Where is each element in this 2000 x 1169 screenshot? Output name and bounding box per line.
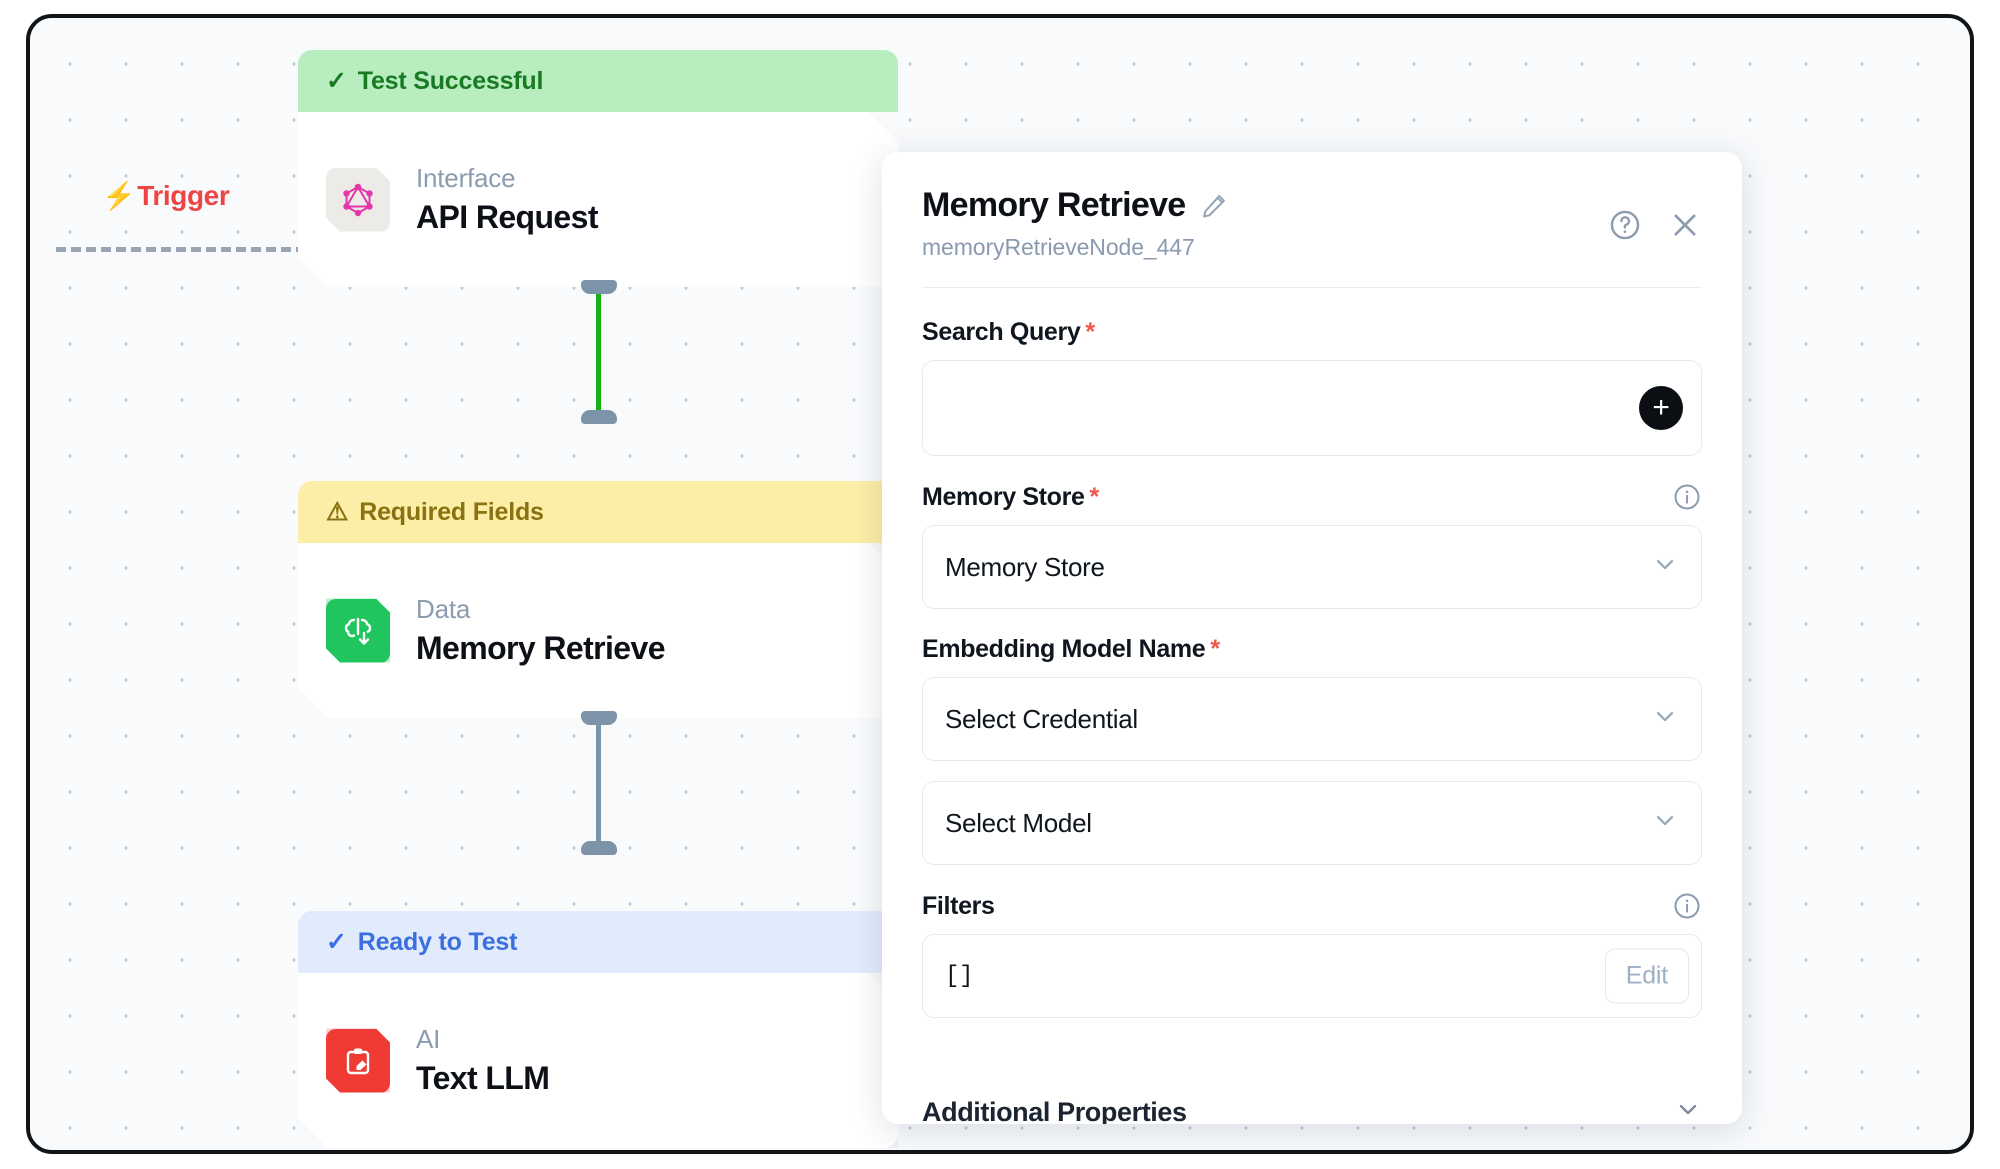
edge-memory-to-llm[interactable]: [596, 721, 601, 845]
node-card[interactable]: Data Memory Retrieve: [298, 543, 898, 718]
chevron-down-icon: [1651, 550, 1679, 585]
filters-edit-button[interactable]: Edit: [1604, 948, 1689, 1004]
required-asterisk: *: [1210, 635, 1220, 663]
panel-divider: [922, 287, 1702, 288]
node-text: Data Memory Retrieve: [416, 594, 665, 667]
node-title: Text LLM: [416, 1060, 550, 1096]
pencil-icon[interactable]: [1200, 192, 1228, 220]
node-port-in-3[interactable]: [581, 841, 617, 855]
additional-properties-section[interactable]: Additional Properties: [922, 1095, 1702, 1124]
trigger-text: Trigger: [137, 180, 230, 211]
panel-title: Memory Retrieve: [922, 186, 1186, 224]
search-query-input[interactable]: +: [922, 360, 1702, 456]
field-search-query: Search Query * +: [922, 318, 1702, 456]
field-embedding-model-name: Embedding Model Name * Select Credential: [922, 635, 1702, 865]
node-status-banner-success: ✓ Test Successful: [298, 50, 898, 112]
node-memory-retrieve[interactable]: ⚠ Required Fields Data Memory Retrieve: [298, 481, 898, 718]
model-value: Select Model: [945, 807, 1092, 838]
help-circle-icon[interactable]: [1608, 208, 1642, 242]
filters-value: []: [945, 962, 974, 990]
node-properties-panel: Memory Retrieve memoryRetrieveNode_447: [882, 152, 1742, 1124]
info-circle-icon[interactable]: [1672, 482, 1702, 512]
node-category: Data: [416, 594, 471, 624]
close-icon[interactable]: [1668, 208, 1702, 242]
node-port-in-2[interactable]: [581, 410, 617, 424]
node-card[interactable]: Interface API Request: [298, 112, 898, 287]
warning-triangle-icon: ⚠: [326, 497, 349, 526]
credential-value: Select Credential: [945, 703, 1138, 734]
trigger-dashed-line: [56, 247, 306, 252]
chevron-down-icon: [1651, 806, 1679, 841]
required-asterisk: *: [1089, 482, 1100, 511]
graphql-icon: [326, 168, 390, 232]
node-status-banner-warning: ⚠ Required Fields: [298, 481, 898, 543]
filters-input[interactable]: [] Edit: [922, 934, 1702, 1018]
workflow-canvas[interactable]: ⚡ Trigger ✓ Test Successful: [30, 18, 1970, 1150]
node-status-label: Ready to Test: [357, 927, 518, 956]
node-text: Interface API Request: [416, 163, 598, 236]
chevron-down-icon: [1674, 1095, 1702, 1124]
node-port-out-2[interactable]: [581, 711, 617, 725]
additional-properties-label: Additional Properties: [922, 1097, 1187, 1124]
check-icon: ✓: [326, 927, 347, 956]
add-variable-button[interactable]: +: [1639, 386, 1683, 430]
check-icon: ✓: [326, 66, 347, 95]
field-memory-store: Memory Store * Memory Store: [922, 482, 1702, 609]
memory-store-value: Memory Store: [945, 551, 1105, 582]
node-port-out-1[interactable]: [581, 280, 617, 294]
node-api-request[interactable]: ✓ Test Successful: [298, 50, 898, 287]
node-title: Memory Retrieve: [416, 630, 665, 666]
node-title: API Request: [416, 199, 598, 235]
required-asterisk: *: [1085, 318, 1095, 346]
credential-select[interactable]: Select Credential: [922, 677, 1702, 761]
chevron-down-icon: [1651, 702, 1679, 737]
info-circle-icon[interactable]: [1672, 891, 1702, 921]
node-status-label: Required Fields: [359, 497, 544, 526]
node-category: Interface: [416, 163, 516, 193]
node-status-banner-ready: ✓ Ready to Test: [298, 911, 898, 973]
clipboard-pencil-icon: [326, 1029, 390, 1093]
panel-subtitle: memoryRetrieveNode_447: [922, 234, 1195, 260]
field-filters: Filters [] Edit: [922, 891, 1702, 1018]
field-label: Search Query *: [922, 318, 1095, 346]
model-select[interactable]: Select Model: [922, 781, 1702, 865]
field-label: Embedding Model Name *: [922, 635, 1220, 663]
node-text: AI Text LLM: [416, 1024, 549, 1097]
memory-store-select[interactable]: Memory Store: [922, 525, 1702, 609]
brain-download-icon: [326, 599, 390, 663]
app-window: ⚡ Trigger ✓ Test Successful: [26, 14, 1974, 1154]
node-card[interactable]: AI Text LLM: [298, 973, 898, 1148]
trigger-label: ⚡ Trigger: [102, 180, 230, 212]
node-status-label: Test Successful: [357, 66, 544, 95]
field-label: Filters: [922, 891, 995, 920]
panel-header: Memory Retrieve memoryRetrieveNode_447: [922, 186, 1702, 287]
node-text-llm[interactable]: ✓ Ready to Test AI Text LLM: [298, 911, 898, 1148]
node-category: AI: [416, 1024, 441, 1054]
lightning-bolt-icon: ⚡: [102, 180, 136, 211]
field-label: Memory Store *: [922, 482, 1100, 511]
edge-api-to-memory[interactable]: [596, 290, 601, 414]
